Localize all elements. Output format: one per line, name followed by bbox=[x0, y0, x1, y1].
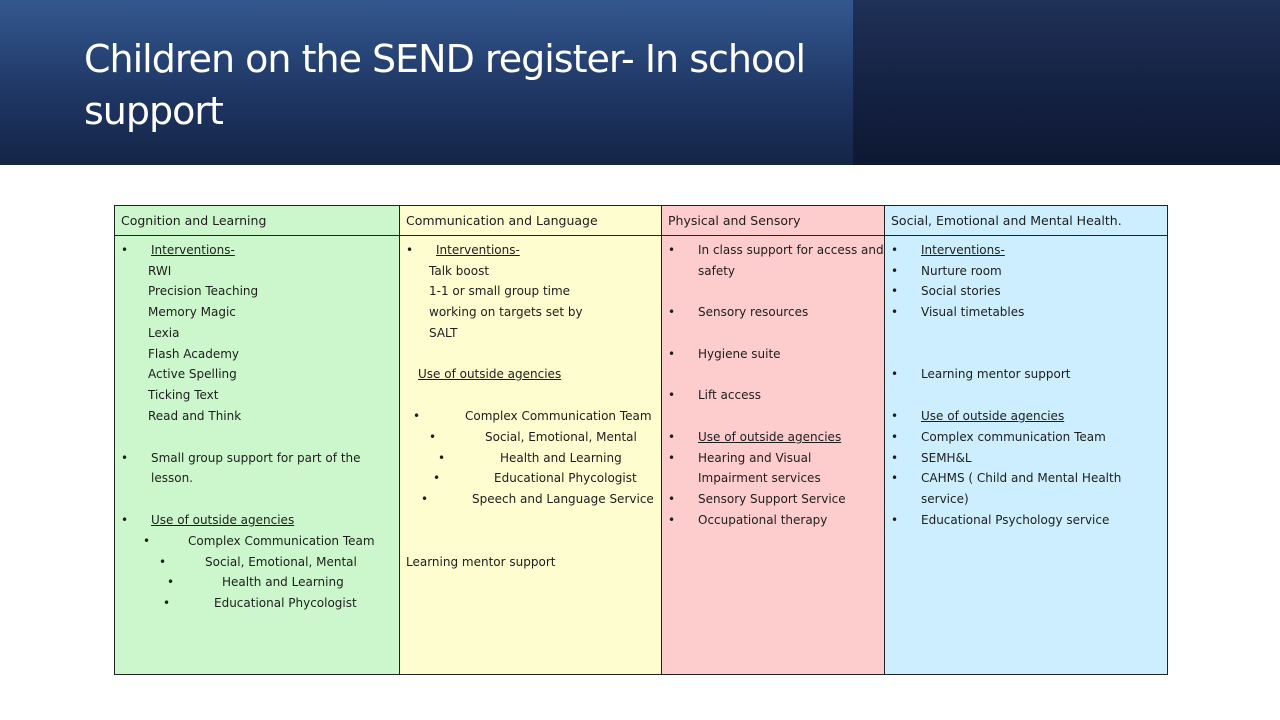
header-row: Cognition and Learning Communication and… bbox=[114, 205, 1168, 236]
list-item: SEMH&L bbox=[921, 451, 972, 465]
list-item: Complex Communication Team bbox=[188, 534, 375, 548]
list-item: CAHMS ( Child and Mental Health bbox=[921, 471, 1122, 485]
title-banner-right bbox=[853, 0, 1280, 165]
bullet: • bbox=[429, 430, 437, 444]
bullet: • bbox=[891, 284, 899, 298]
outside-agencies-label: Use of outside agencies bbox=[151, 513, 295, 527]
list-item: Lift access bbox=[698, 388, 761, 402]
bullet: • bbox=[891, 367, 899, 381]
list-item: service) bbox=[921, 492, 969, 506]
list-item: Complex Communication Team bbox=[465, 409, 652, 423]
bullet: • bbox=[438, 451, 446, 465]
list-item: Sensory resources bbox=[698, 305, 809, 319]
interventions-label: Interventions- bbox=[921, 243, 1005, 257]
cell-cognition: • Interventions- RWI Precision Teaching … bbox=[114, 235, 400, 675]
bullet: • bbox=[668, 430, 676, 444]
list-item: Hygiene suite bbox=[698, 347, 781, 361]
list-item: Health and Learning bbox=[222, 575, 344, 589]
bullet: • bbox=[167, 575, 175, 589]
bullet: • bbox=[121, 513, 129, 527]
list-item: Social, Emotional, Mental bbox=[485, 430, 637, 444]
list-item: Educational Phycologist bbox=[494, 471, 637, 485]
list-item: Health and Learning bbox=[500, 451, 622, 465]
list-item: Social, Emotional, Mental bbox=[205, 555, 357, 569]
bullet: • bbox=[891, 471, 899, 485]
list-item: Sensory Support Service bbox=[698, 492, 846, 506]
bullet: • bbox=[406, 243, 414, 257]
bullet: • bbox=[668, 388, 676, 402]
list-item: lesson. bbox=[151, 471, 193, 485]
header-cognition: Cognition and Learning bbox=[114, 205, 400, 236]
bullet: • bbox=[668, 492, 676, 506]
list-item: Precision Teaching bbox=[148, 284, 259, 298]
outside-agencies-label: Use of outside agencies bbox=[418, 367, 562, 381]
interventions-label: Interventions- bbox=[436, 243, 520, 257]
bullet: • bbox=[121, 451, 129, 465]
list-item: SALT bbox=[429, 326, 458, 340]
bullet: • bbox=[891, 513, 899, 527]
bullet: • bbox=[433, 471, 441, 485]
list-item: Memory Magic bbox=[148, 305, 236, 319]
list-item: Talk boost bbox=[429, 264, 490, 278]
list-item: working on targets set by bbox=[429, 305, 583, 319]
list-item: Social stories bbox=[921, 284, 1001, 298]
list-item: Educational Phycologist bbox=[214, 596, 357, 610]
slide-title: Children on the SEND register- In school… bbox=[84, 37, 806, 133]
learning-mentor-support: Learning mentor support bbox=[921, 367, 1071, 381]
bullet: • bbox=[143, 534, 151, 548]
bullet: • bbox=[891, 451, 899, 465]
bullet: • bbox=[668, 513, 676, 527]
bullet: • bbox=[668, 451, 676, 465]
outside-agencies-label: Use of outside agencies bbox=[921, 409, 1065, 423]
bullet: • bbox=[121, 243, 129, 257]
learning-mentor-support: Learning mentor support bbox=[406, 555, 556, 569]
list-item: Speech and Language Service bbox=[472, 492, 654, 506]
bullet: • bbox=[163, 596, 171, 610]
list-item: In class support for access and bbox=[698, 243, 884, 257]
list-item: Impairment services bbox=[698, 471, 821, 485]
bullet: • bbox=[668, 243, 676, 257]
list-item: safety bbox=[698, 264, 736, 278]
bullet: • bbox=[413, 409, 421, 423]
cell-semh: • Interventions- • Nurture room • Social… bbox=[884, 235, 1168, 675]
bullet: • bbox=[891, 409, 899, 423]
cell-communication: • Interventions- Talk boost 1-1 or small… bbox=[399, 235, 662, 675]
header-communication: Communication and Language bbox=[399, 205, 662, 236]
list-item: Read and Think bbox=[148, 409, 242, 423]
cell-physical: • In class support for access and safety… bbox=[661, 235, 885, 675]
list-item: Hearing and Visual bbox=[698, 451, 812, 465]
header-physical: Physical and Sensory bbox=[661, 205, 885, 236]
list-item: Occupational therapy bbox=[698, 513, 828, 527]
title-banner-left bbox=[0, 0, 853, 165]
title-banner: Children on the SEND register- In school… bbox=[0, 0, 1280, 165]
outside-agencies-label: Use of outside agencies bbox=[698, 430, 842, 444]
support-table: Cognition and Learning Communication and… bbox=[114, 205, 1168, 675]
content-row: • Interventions- RWI Precision Teaching … bbox=[114, 235, 1168, 675]
bullet: • bbox=[421, 492, 429, 506]
interventions-label: Interventions- bbox=[151, 243, 235, 257]
list-item: Active Spelling bbox=[148, 367, 237, 381]
bullet: • bbox=[891, 305, 899, 319]
list-item: 1-1 or small group time bbox=[429, 284, 571, 298]
list-item: Lexia bbox=[148, 326, 180, 340]
bullet: • bbox=[668, 305, 676, 319]
bullet: • bbox=[891, 243, 899, 257]
bullet: • bbox=[891, 430, 899, 444]
bullet: • bbox=[159, 555, 167, 569]
list-item: Ticking Text bbox=[148, 388, 219, 402]
list-item: Small group support for part of the bbox=[151, 451, 361, 465]
list-item: Flash Academy bbox=[148, 347, 240, 361]
bullet: • bbox=[668, 347, 676, 361]
list-item: Educational Psychology service bbox=[921, 513, 1110, 527]
bullet: • bbox=[891, 264, 899, 278]
list-item: Complex communication Team bbox=[921, 430, 1106, 444]
list-item: Visual timetables bbox=[921, 305, 1025, 319]
header-semh: Social, Emotional and Mental Health. bbox=[884, 205, 1168, 236]
list-item: Nurture room bbox=[921, 264, 1002, 278]
list-item: RWI bbox=[148, 264, 172, 278]
